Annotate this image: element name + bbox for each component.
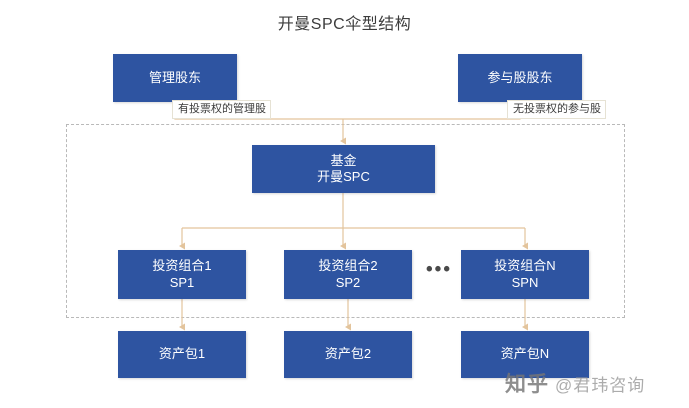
node-portfolio-sp1-line2: SP1 bbox=[169, 274, 195, 290]
node-fund-line1: 基金 bbox=[330, 152, 357, 168]
page-title: 开曼SPC伞型结构 bbox=[277, 16, 412, 33]
node-fund-line2: 开曼SPC bbox=[317, 169, 370, 184]
node-portfolio-spn-line2: SPN bbox=[511, 274, 539, 290]
ellipsis-indicator: ••• bbox=[426, 259, 452, 280]
node-participating-shareholder[interactable]: 参与股股东 bbox=[458, 54, 582, 102]
node-portfolio-sp1[interactable]: 投资组合1 SP1 bbox=[118, 250, 246, 299]
node-managing-shareholder-label: 管理股东 bbox=[148, 69, 201, 85]
node-fund[interactable]: 基金 开曼SPC bbox=[252, 145, 435, 193]
spc-group-container bbox=[66, 124, 625, 318]
node-asset-package-n[interactable]: 资产包N bbox=[461, 331, 589, 378]
node-asset-package-1-label: 资产包1 bbox=[158, 346, 206, 362]
node-asset-package-1[interactable]: 资产包1 bbox=[118, 331, 246, 378]
zhihu-handle: @君玮咨询 bbox=[555, 375, 646, 395]
edge-label-voting-shares: 有投票权的管理股 bbox=[172, 100, 271, 119]
node-portfolio-spn-line1: 投资组合N bbox=[494, 258, 556, 274]
node-portfolio-sp2-line2: SP2 bbox=[335, 274, 361, 290]
node-portfolio-sp1-line1: 投资组合1 bbox=[152, 258, 212, 274]
node-portfolio-sp2[interactable]: 投资组合2 SP2 bbox=[284, 250, 412, 299]
node-managing-shareholder[interactable]: 管理股东 bbox=[113, 54, 237, 102]
node-portfolio-spn[interactable]: 投资组合N SPN bbox=[461, 250, 589, 299]
node-asset-package-2[interactable]: 资产包2 bbox=[284, 331, 412, 378]
zhihu-logo: 知乎 bbox=[505, 373, 549, 396]
edge-label-non-voting-shares: 无投票权的参与股 bbox=[507, 100, 606, 119]
node-asset-package-2-label: 资产包2 bbox=[324, 346, 372, 362]
node-portfolio-sp2-line1: 投资组合2 bbox=[318, 258, 378, 274]
node-participating-shareholder-label: 参与股股东 bbox=[487, 69, 553, 85]
watermark: 知乎 @君玮咨询 bbox=[505, 368, 645, 398]
node-asset-package-n-label: 资产包N bbox=[500, 346, 550, 362]
